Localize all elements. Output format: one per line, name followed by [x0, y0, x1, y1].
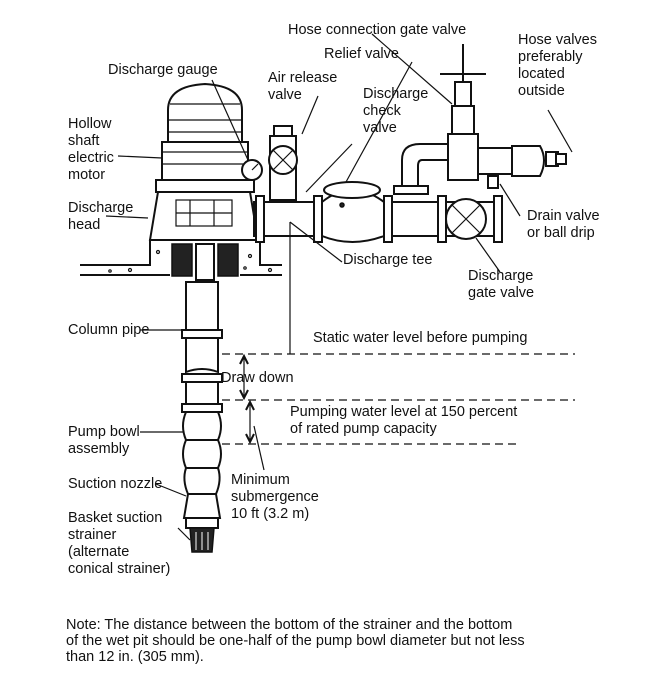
label-discharge-check-valve: Discharge check valve	[363, 86, 429, 136]
ground-slab	[80, 239, 282, 281]
label-discharge-gauge: Discharge gauge	[108, 62, 218, 78]
electric-motor	[155, 82, 255, 193]
discharge-piping	[253, 44, 567, 243]
label-pumping-water-level: Pumping water level at 150 percent of ra…	[290, 404, 518, 437]
label-air-release-valve: Air release valve	[268, 70, 338, 103]
leader-lines	[105, 33, 575, 541]
label-hollow-shaft-motor: Hollow shaft electric motor	[68, 116, 114, 183]
label-column-pipe: Column pipe	[68, 322, 150, 338]
footnote: Note: The distance between the bottom of…	[66, 617, 525, 665]
label-discharge-tee: Discharge tee	[343, 252, 433, 268]
label-draw-down: Draw down	[221, 370, 294, 386]
label-static-water-level: Static water level before pumping	[313, 330, 528, 346]
label-hose-connection-gate-valve: Hose connection gate valve	[288, 22, 467, 38]
label-suction-nozzle: Suction nozzle	[68, 476, 163, 492]
label-drain-valve: Drain valve or ball drip	[527, 208, 600, 241]
pump-bowl-assembly	[182, 411, 222, 495]
suction-strainer	[182, 493, 222, 553]
air-release-valve	[241, 125, 298, 201]
label-minimum-submergence: Minimum submergence 10 ft (3.2 m)	[231, 472, 319, 522]
label-pump-bowl-assembly: Pump bowl assembly	[68, 424, 140, 457]
column-pipe	[181, 281, 223, 413]
label-basket-suction-strainer: Basket suction strainer (alternate conic…	[68, 510, 171, 577]
discharge-head	[148, 191, 260, 241]
label-discharge-head: Discharge head	[68, 200, 134, 233]
label-hose-valves: Hose valves preferably located outside	[518, 32, 597, 99]
label-discharge-gate-valve: Discharge gate valve	[468, 268, 535, 301]
label-relief-valve: Relief valve	[324, 46, 399, 62]
